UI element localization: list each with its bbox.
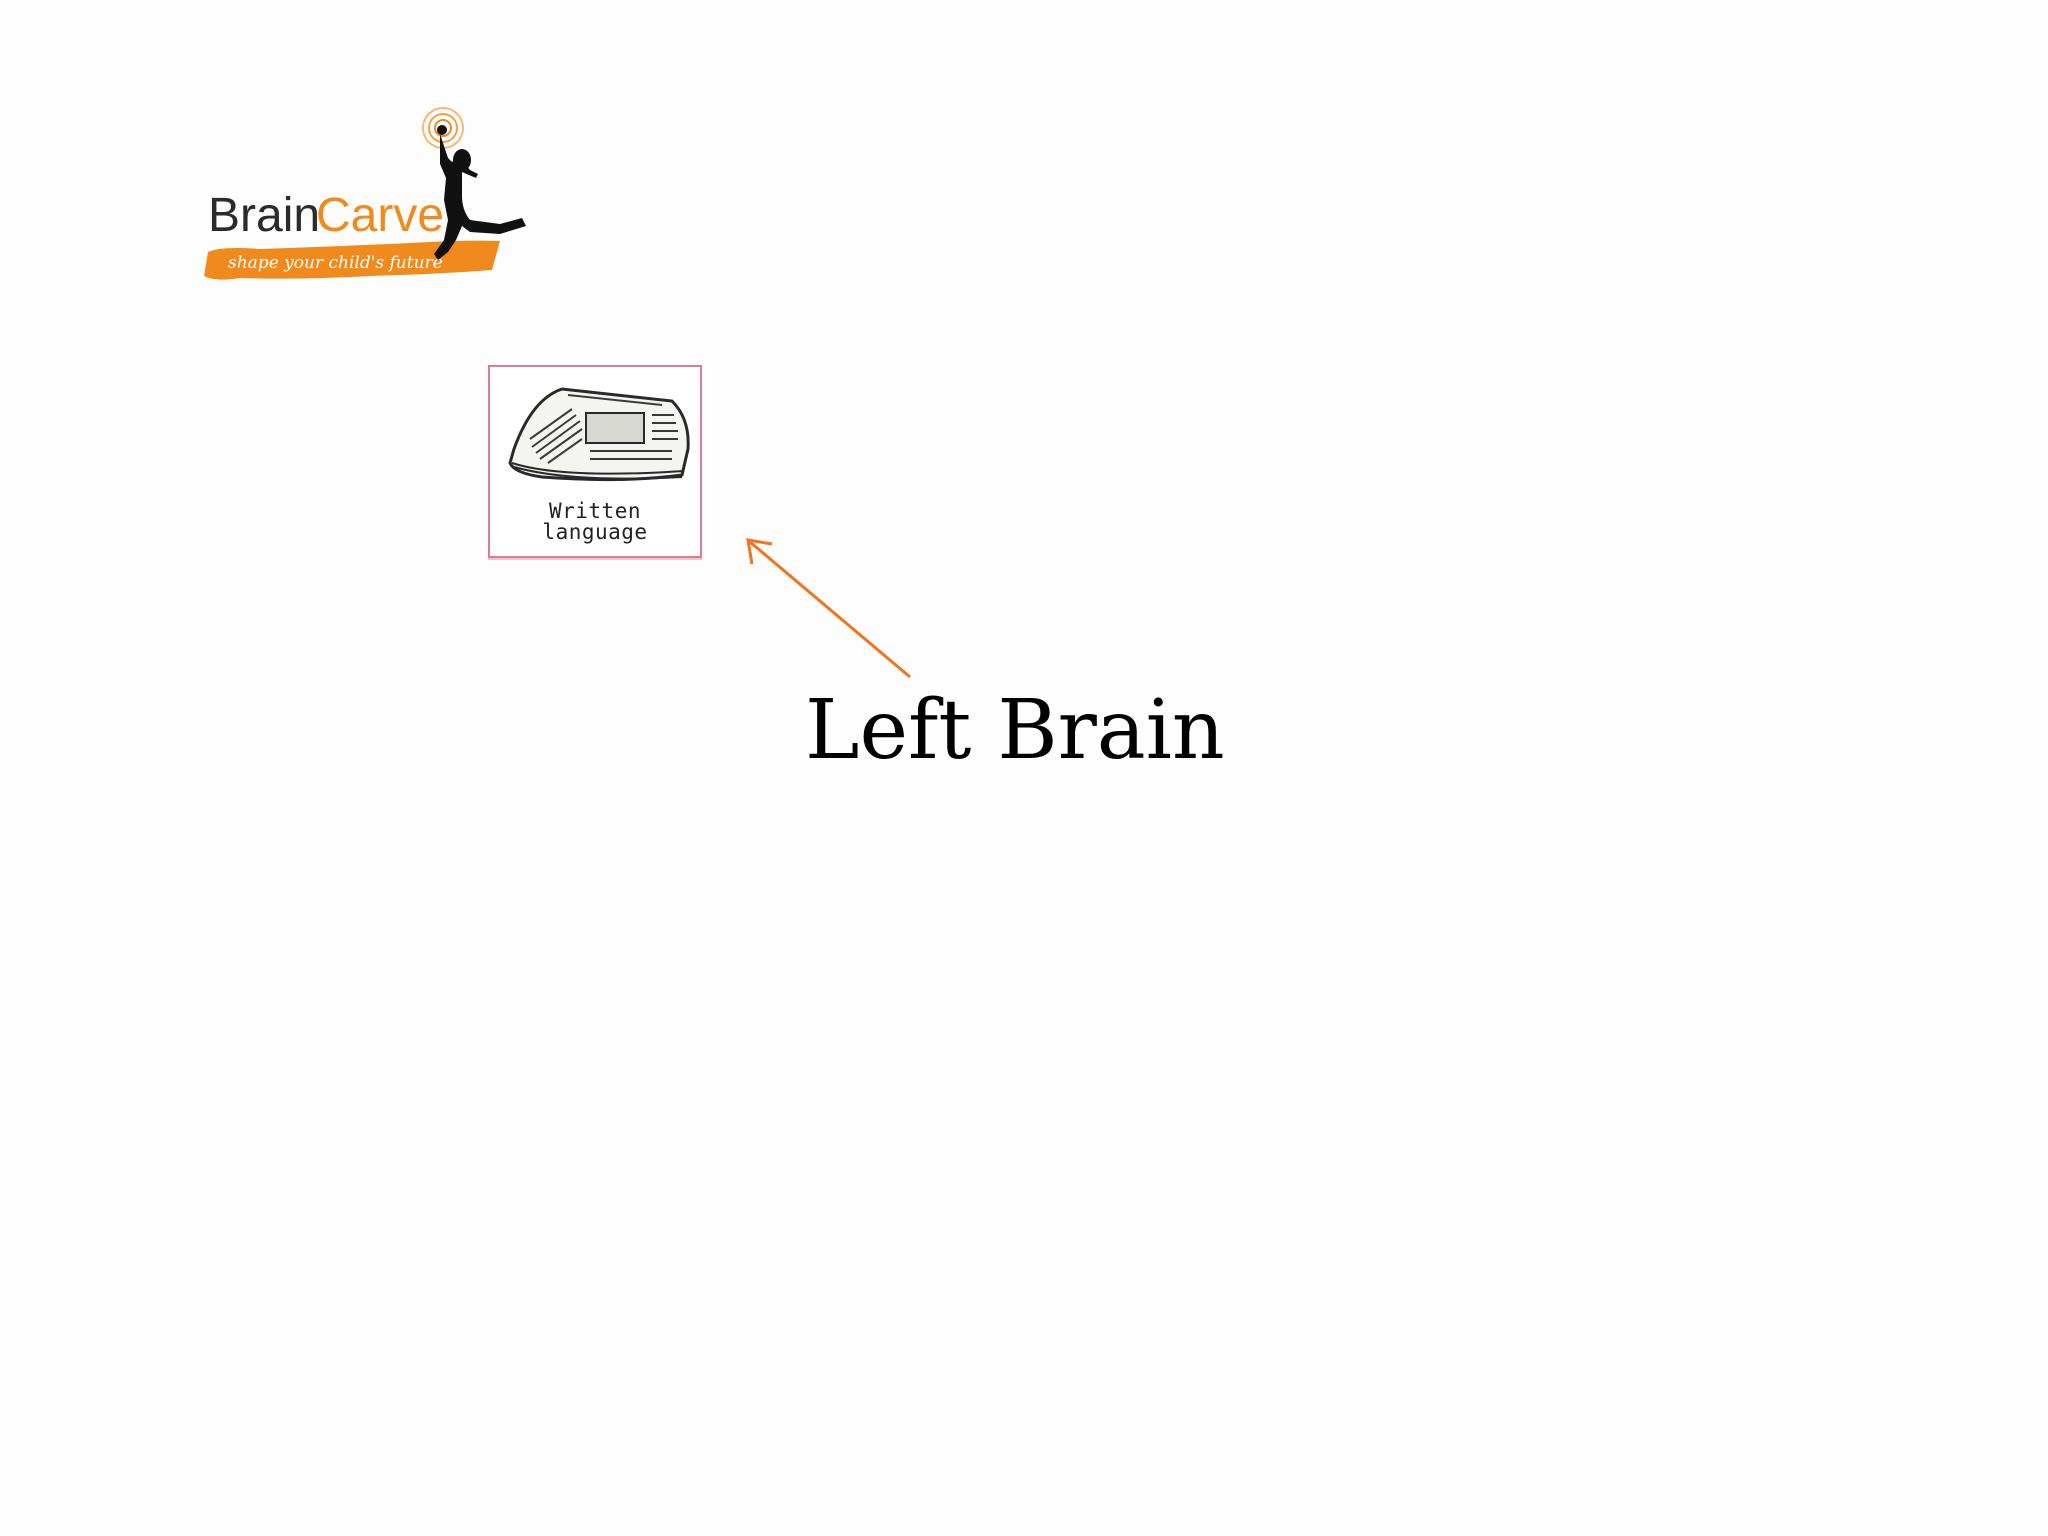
svg-text:Carve: Carve <box>316 189 444 242</box>
arrow-icon <box>746 538 911 679</box>
braincarve-logo: shape your child's future Brain Carve <box>200 100 560 300</box>
newspaper-icon <box>508 387 690 482</box>
slide-heading: Left Brain <box>805 683 1225 778</box>
card-label-line1: Written <box>548 499 641 523</box>
svg-text:Brain: Brain <box>208 189 320 242</box>
card-label: Written language <box>490 501 700 543</box>
svg-text:shape your child's future: shape your child's future <box>228 253 443 273</box>
card-label-line2: language <box>542 520 648 544</box>
written-language-card: Written language <box>488 365 702 558</box>
